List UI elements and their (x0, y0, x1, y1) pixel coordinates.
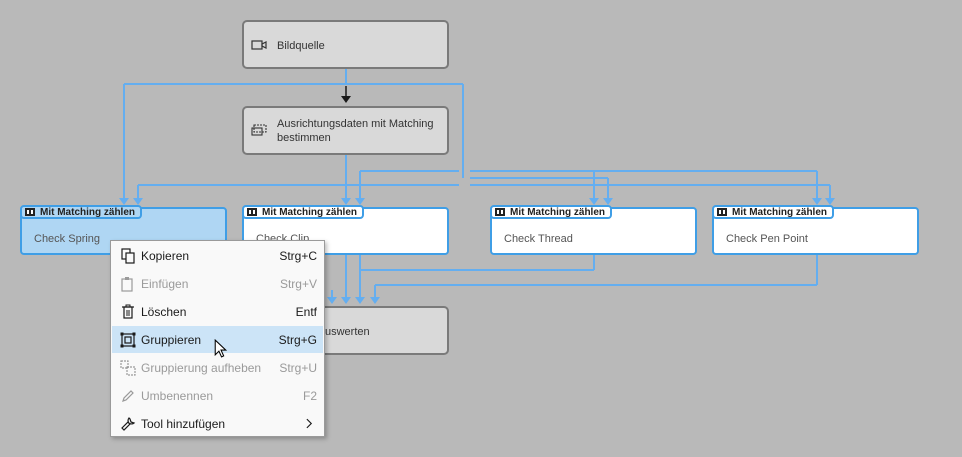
menu-item-label: Gruppierung aufheben (141, 361, 262, 375)
tool-check-pen-point[interactable]: Mit Matching zählen Check Pen Point (712, 205, 919, 255)
counter-icon (247, 208, 257, 216)
menu-item-paste[interactable]: Einfügen Strg+V (112, 270, 323, 297)
counter-icon (25, 208, 35, 216)
menu-item-ungroup[interactable]: Gruppierung aufheben Strg+U (112, 354, 323, 381)
menu-item-label: Tool hinzufügen (141, 417, 226, 431)
context-menu: Kopieren Strg+C Einfügen Strg+V Löschen … (110, 240, 325, 437)
menu-item-delete[interactable]: Löschen Entf (112, 298, 323, 325)
tool-type-tag: Mit Matching zählen (712, 205, 834, 219)
alignment-icon (251, 124, 267, 136)
node-image-source[interactable]: Bildquelle (242, 20, 449, 69)
tool-type-tag: Mit Matching zählen (20, 205, 142, 219)
trash-icon (122, 304, 134, 319)
counter-icon (495, 208, 505, 216)
node-alignment[interactable]: Ausrichtungsdaten mit Matching bestimmen (242, 106, 449, 155)
tool-name: Check Thread (504, 233, 573, 245)
copy-icon (121, 248, 135, 264)
tool-type-tag: Mit Matching zählen (242, 205, 364, 219)
menu-item-shortcut: Strg+G (278, 333, 317, 347)
tool-type-label: Mit Matching zählen (40, 206, 135, 218)
menu-item-add-tool[interactable]: Tool hinzufügen (112, 410, 323, 437)
paste-icon (121, 277, 133, 292)
tool-type-label: Mit Matching zählen (732, 206, 827, 218)
node-label: Ausrichtungsdaten mit Matching bestimmen (277, 118, 434, 144)
menu-item-group[interactable]: Gruppieren Strg+G (112, 326, 323, 353)
menu-item-shortcut: Entf (295, 305, 317, 319)
node-label: Bildquelle (277, 40, 325, 52)
tool-check-spring[interactable]: Mit Matching zählen Check Spring (20, 205, 227, 255)
menu-item-shortcut: Strg+C (279, 249, 317, 263)
menu-item-label: Kopieren (141, 249, 190, 263)
menu-item-label: Gruppieren (141, 333, 202, 347)
tool-name: Check Pen Point (726, 233, 808, 245)
menu-item-shortcut: F2 (302, 389, 317, 403)
menu-item-label: Umbenennen (141, 389, 214, 403)
camera-icon (251, 40, 267, 50)
menu-item-shortcut: Strg+U (279, 361, 317, 375)
menu-item-copy[interactable]: Kopieren Strg+C (112, 242, 323, 269)
menu-item-shortcut: Strg+V (279, 277, 317, 291)
tool-check-thread[interactable]: Mit Matching zählen Check Thread (490, 205, 697, 255)
counter-icon (717, 208, 727, 216)
node-label: uswerten (325, 326, 370, 338)
ungroup-icon (120, 360, 136, 376)
menu-item-label: Löschen (141, 305, 187, 319)
tool-type-label: Mit Matching zählen (510, 206, 605, 218)
pencil-icon (122, 390, 134, 402)
tool-type-label: Mit Matching zählen (262, 206, 357, 218)
wrench-icon (121, 417, 136, 431)
menu-item-rename[interactable]: Umbenennen F2 (112, 382, 323, 409)
menu-item-label: Einfügen (141, 277, 189, 291)
mouse-cursor-icon (214, 339, 227, 358)
tool-name: Check Spring (34, 233, 101, 245)
tool-type-tag: Mit Matching zählen (490, 205, 612, 219)
chevron-right-icon (306, 418, 313, 429)
group-icon (120, 332, 136, 348)
